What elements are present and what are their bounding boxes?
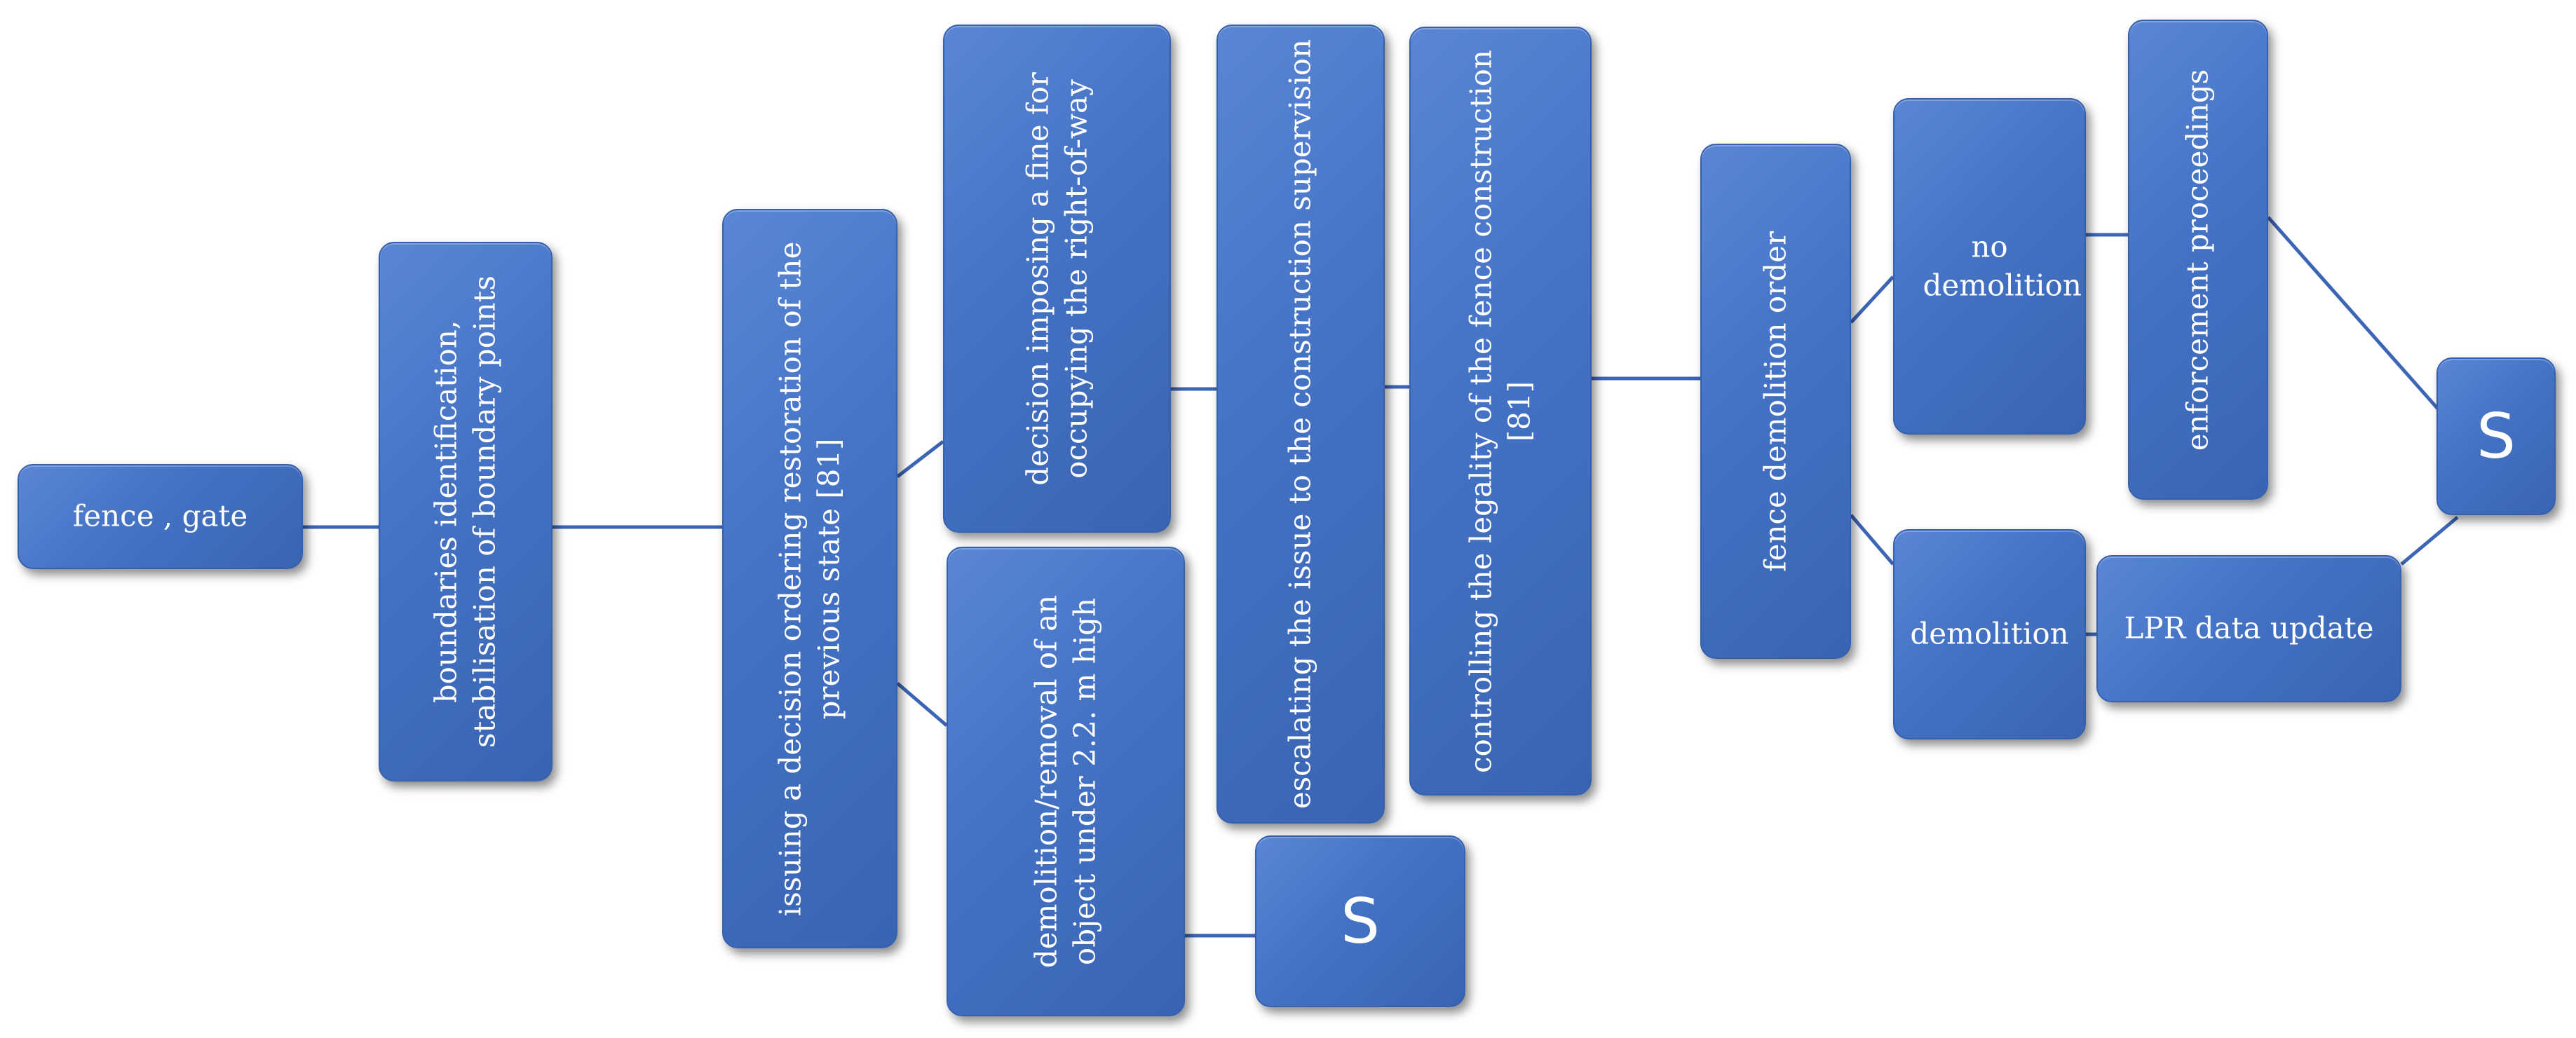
node-lpr-update: LPR data update [2096,555,2401,702]
node-demolition-label: demolition [1910,616,2069,651]
node-restoration: issuing a decision ordering restoration … [722,209,897,948]
connector-enforcement-s-right [2267,216,2448,421]
node-s-right-label: S [2476,400,2516,472]
node-fine: decision imposing a fine for occupying t… [943,25,1171,533]
connector-lpr-s-right [2400,516,2459,566]
node-demolition-order-label: fence demolition order [1758,231,1793,572]
node-demolition: demolition [1893,529,2086,739]
node-legality-label: controlling the legality of the fence co… [1463,49,1536,773]
node-boundaries-label: boundaries identification, stabilisation… [428,275,501,748]
node-lpr-update-label: LPR data update [2124,610,2374,646]
node-demolition-small: demolition/removal of an object under 2.… [947,547,1185,1016]
node-demolition-small-label: demolition/removal of an object under 2.… [1029,594,1101,969]
node-enforcement-label: enforcement proceedings [2180,69,2215,451]
node-s-bottom-label: S [1341,885,1380,957]
connector-restoration-demolition-small [896,682,948,727]
node-fence-gate: fence , gate [18,464,303,569]
node-escalating-label: escalating the issue to the construction… [1282,39,1317,810]
node-boundaries: boundaries identification, stabilisation… [379,242,553,781]
node-legality: controlling the legality of the fence co… [1409,27,1592,795]
node-escalating: escalating the issue to the construction… [1216,25,1385,824]
node-restoration-label: issuing a decision ordering restoration … [773,241,846,916]
connector-order-demolition [1850,514,1894,566]
node-fence-gate-label: fence , gate [72,498,248,533]
node-s-right: S [2436,357,2556,515]
node-s-bottom: S [1255,835,1465,1007]
node-fine-label: decision imposing a fine for occupying t… [1019,71,1093,486]
node-no-demolition-label: no demolition [1923,229,2082,302]
connector-restoration-fine [896,440,944,478]
node-no-demolition: no demolition [1893,98,2086,435]
node-demolition-order: fence demolition order [1700,144,1851,659]
connector-order-no-demolition [1850,275,1894,324]
node-enforcement: enforcement proceedings [2128,20,2268,500]
